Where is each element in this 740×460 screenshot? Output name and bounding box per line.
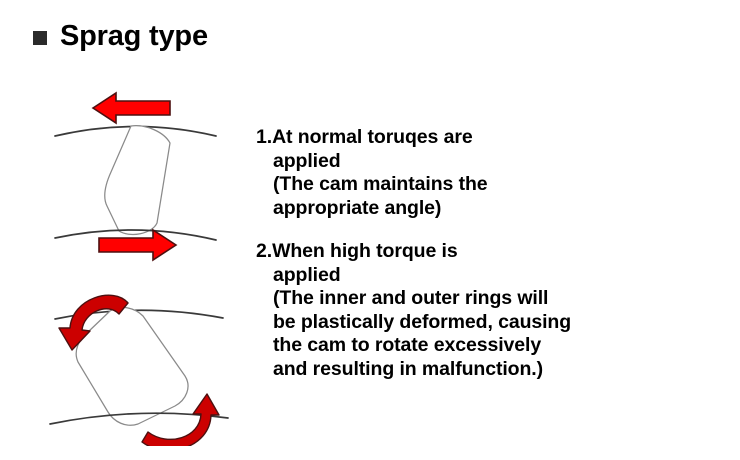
- page-title: Sprag type: [33, 22, 208, 51]
- top-straight-arrow-left: [91, 91, 171, 125]
- sprag-cam-upright: [104, 125, 171, 236]
- square-bullet-icon: [33, 31, 47, 45]
- normal-torque-diagram: [18, 88, 253, 268]
- sprag-cam-tilted: [75, 306, 189, 426]
- diagram-column: [18, 88, 253, 448]
- top-curved-arrow-ccw: [58, 294, 129, 351]
- bottom-curved-arrow-cw: [141, 393, 220, 446]
- bottom-straight-arrow-right: [98, 228, 178, 262]
- explanation-text-column: 1.At normal toruqes are applied (The cam…: [256, 126, 726, 381]
- inner-ring-arc: [54, 229, 217, 241]
- slide-title-text: Sprag type: [60, 20, 208, 52]
- item-high-torque: 2.When high torque is applied (The inner…: [256, 240, 572, 380]
- high-torque-diagram: [18, 266, 253, 446]
- item-normal-torque: 1.At normal toruqes are applied (The cam…: [256, 126, 488, 219]
